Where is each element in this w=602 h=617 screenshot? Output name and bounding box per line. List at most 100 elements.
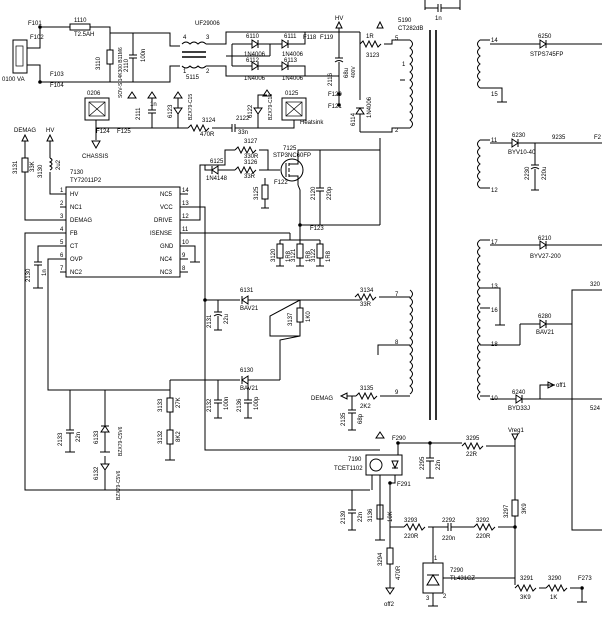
pin-nc5: NC5	[160, 192, 173, 198]
label-6122: 6122	[248, 104, 254, 118]
label-6132: 6132	[94, 466, 100, 480]
pin-drive: DRIVE	[154, 218, 172, 224]
label-3136: 3136	[368, 508, 374, 522]
label-2295: 2295	[420, 456, 426, 470]
label-2295v: 22n	[436, 460, 442, 470]
label-3110v: SOV-S 14K300 B11M6	[118, 47, 124, 98]
label-2292v: 220n	[442, 536, 455, 542]
resistor-3133	[166, 397, 174, 413]
label-2111: 2111	[136, 107, 142, 120]
label-F2: F2	[594, 135, 602, 141]
label-3122v: 1R8	[326, 250, 332, 262]
pin-ct: CT	[70, 244, 78, 250]
label-3131: 3131	[13, 160, 19, 174]
resistor-3127	[234, 145, 257, 155]
label-3137: 3137	[288, 312, 294, 326]
label-2120v: 220p	[327, 186, 333, 200]
label-HV-top: HV	[335, 16, 343, 22]
label-off2: off2	[384, 602, 395, 608]
label-s17: 17	[491, 240, 498, 246]
pin-vcc: VCC	[160, 205, 173, 211]
label-320: 320	[590, 282, 601, 288]
chassis-network: 2111 1n 0206 F124 F125 CHASSIS 6123 BZX7…	[82, 89, 324, 160]
label-6130: 6130	[240, 368, 254, 374]
label-6131: 6131	[240, 288, 254, 294]
label-6132t: BZX79-C5V6	[116, 470, 122, 500]
mains-connector-slot	[15, 45, 24, 67]
label-2116v: 68u	[344, 68, 350, 78]
label-2135v: 68p	[358, 413, 364, 424]
hv-bulk: HV 1R 3123 2116 68u 400V F120 F121 6114 …	[320, 16, 400, 133]
pin-hv: HV	[70, 192, 78, 198]
label-6111t: 1N4006	[282, 52, 304, 58]
resistor-3120	[276, 243, 284, 259]
optocoupler-7190	[365, 454, 403, 476]
label-F125: F125	[117, 129, 131, 135]
pin-1-num: 1	[60, 188, 64, 194]
label-3294: 3294	[378, 552, 384, 566]
label-3135v: 2K2	[360, 404, 371, 410]
resistor-3297	[511, 499, 519, 517]
resistor-3295	[461, 441, 484, 451]
label-2131v: 22u	[224, 314, 230, 324]
label-2139v: 22n	[358, 512, 364, 522]
label-F122: F122	[274, 180, 288, 186]
label-3295: 3295	[466, 436, 480, 442]
label-3126v: 33R	[244, 174, 256, 180]
label-6114: 6114	[351, 112, 357, 126]
label-524: 524	[590, 406, 601, 412]
label-3122: 3122	[311, 248, 317, 262]
label-3125: 3125	[254, 186, 260, 200]
label-tp8: 8	[395, 340, 399, 346]
label-2110: 2110	[124, 58, 130, 72]
label-6125t: 1N4148	[206, 176, 228, 182]
pin-13-num: 13	[182, 201, 189, 207]
label-6131t: BAV21	[240, 306, 259, 312]
label-3121v: 1R8	[306, 250, 312, 262]
label-2135: 2135	[341, 412, 347, 426]
chassis-arrow	[91, 140, 101, 150]
label-choke-p4: 4	[183, 35, 187, 41]
resistor-3134	[354, 292, 377, 302]
label-topcap: 1n	[435, 16, 442, 22]
label-9235: 9235	[552, 135, 566, 141]
label-F124: F124	[96, 129, 110, 135]
pin-nc4: NC4	[160, 257, 173, 263]
label-6133: 6133	[94, 430, 100, 444]
label-6110: 6110	[246, 34, 260, 40]
ic-7290	[422, 562, 444, 594]
label-6111: 6111	[284, 34, 297, 40]
label-7190: 7190	[348, 457, 362, 463]
sec-winding-2	[477, 139, 481, 189]
label-heatsink: Heatsink	[300, 120, 324, 126]
label-off1: off1	[556, 383, 567, 389]
hv-arrow-small	[376, 20, 384, 29]
resistor-3122	[316, 243, 324, 259]
label-6110t: 1N4006	[244, 52, 266, 58]
resistor-3137	[296, 307, 304, 323]
pin-6-num: 6	[60, 253, 64, 259]
label-5190: 5190	[398, 18, 412, 24]
label-3295v: 22R	[466, 452, 478, 458]
label-0206: 0206	[87, 91, 101, 97]
transformer-5190: 5190 CT282dB 1n 5 2 7 8 9 1	[377, 0, 507, 420]
label-2120: 2120	[311, 186, 317, 200]
resistor-3124	[187, 123, 210, 133]
label-3134v: 33R	[360, 302, 372, 308]
label-6113: 6113	[284, 58, 298, 64]
label-2132v: 100n	[224, 397, 230, 410]
label-2292: 2292	[442, 518, 456, 524]
varistor-3110	[106, 49, 114, 65]
label-3120: 3120	[271, 248, 277, 262]
label-7190t: TCET1102	[334, 466, 363, 472]
mosfet-7125	[280, 158, 304, 182]
pin-5-num: 5	[60, 240, 64, 246]
label-3292v: 220R	[476, 534, 491, 540]
ic-7130	[65, 186, 181, 278]
label-6230: 6230	[512, 133, 526, 139]
label-F103: F103	[50, 72, 64, 78]
pin-11-num: 11	[182, 227, 189, 233]
resistor-3290	[545, 583, 568, 593]
mosfet-stage: 3127 330R 3126 33R 6125 1N4148 7125 STP3…	[204, 138, 381, 267]
label-s12: 12	[491, 188, 498, 194]
